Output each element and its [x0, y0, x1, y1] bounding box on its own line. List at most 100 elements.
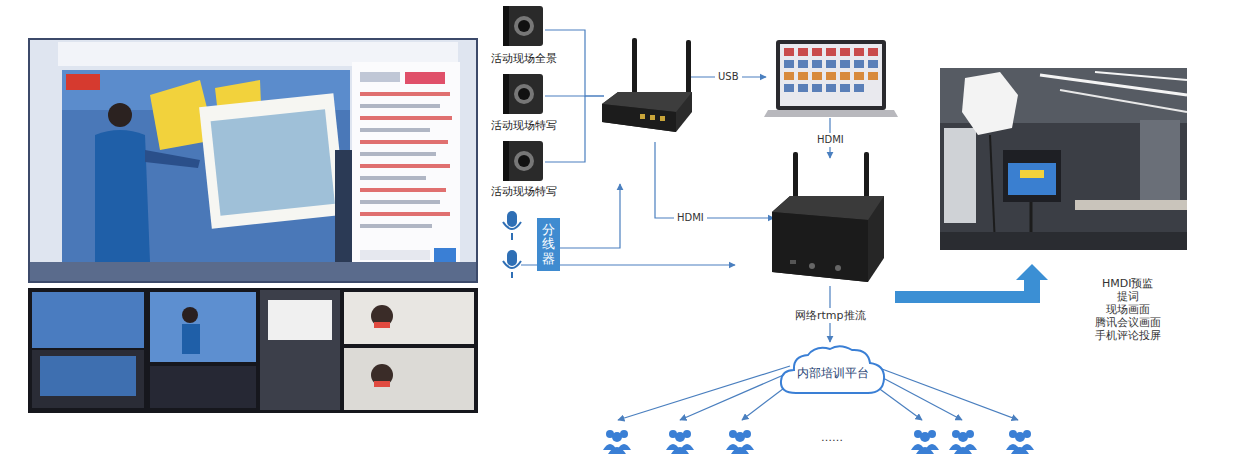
studio-photo: [940, 68, 1187, 250]
signal-wire-part: [655, 142, 774, 218]
laptop-part: [776, 40, 886, 110]
signal-wire-part: [874, 366, 1018, 420]
encoder-device-part: [602, 92, 692, 132]
audience-icon-part-part: [731, 447, 749, 454]
console-photo-part: [150, 292, 256, 362]
camera-label: 活动现场全景: [491, 51, 557, 66]
live-photo-part: [360, 104, 440, 108]
note-text: 腾讯会议画面: [1095, 316, 1161, 329]
live-photo-part: [145, 150, 200, 168]
console-photo-part: [371, 305, 393, 327]
laptop-part-part: [854, 84, 864, 92]
audience-icon-part-part: [608, 447, 626, 454]
connector-label: 网络rtmp推流: [792, 308, 869, 323]
laptop-part-part: [812, 48, 822, 56]
encoder-device: [602, 38, 692, 132]
encoder-device-part: [602, 104, 676, 132]
console-photo-part: [40, 356, 136, 396]
live-photo-part: [30, 40, 476, 281]
audience-icon-part: [603, 430, 631, 454]
studio-photo-part: [944, 128, 976, 223]
console-photo-part: [32, 292, 144, 348]
node-text: 活动现场特写: [491, 118, 557, 133]
camera-icon-part: [503, 6, 509, 46]
camera-icon-part: [503, 74, 509, 114]
console-photo-part: [268, 300, 332, 340]
encoder-device-part: [650, 115, 655, 120]
studio-photo-part: [1020, 170, 1044, 178]
stream-device-part: [835, 265, 841, 271]
console-photo-part: [150, 366, 256, 408]
console-photo-part: [374, 322, 390, 328]
laptop: [764, 40, 898, 117]
laptop-part: [784, 48, 878, 56]
camera-icon-part: [514, 151, 534, 171]
live-photo-part: [360, 72, 400, 82]
camera-icon-part: [518, 20, 530, 32]
laptop-part-part: [798, 84, 808, 92]
audience-icon-part-part: [671, 447, 689, 454]
laptop-part-part: [798, 48, 808, 56]
audience-icon-part: [911, 430, 939, 454]
laptop-part: [784, 60, 878, 92]
camera-icon-part: [518, 88, 530, 100]
console-photo-part: [182, 324, 200, 354]
live-photo-part: [360, 176, 426, 180]
microphone-icon-part: [503, 261, 521, 268]
microphone-icon: [503, 211, 521, 278]
laptop-part-part: [826, 60, 836, 68]
note-text: 手机评论投屏: [1095, 329, 1161, 342]
laptop-part-part: [854, 72, 864, 80]
live-photo-part: [360, 224, 432, 228]
laptop-part-part: [826, 48, 836, 56]
live-photo-part: [108, 103, 132, 127]
studio-photo-part: [962, 72, 1018, 135]
signal-wire-part: [545, 95, 604, 96]
live-photo-part: [360, 212, 450, 216]
audience-icon-part-part: [675, 432, 685, 442]
camera-icon-part: [503, 141, 509, 181]
laptop-part-part: [784, 48, 794, 56]
microphone-icon-part: [511, 233, 513, 240]
console-photo: [28, 288, 478, 413]
cloud-node: 内部培训平台: [778, 343, 888, 397]
console-photo-part: [32, 350, 144, 408]
note-text: ……: [821, 431, 843, 444]
laptop-part-part: [812, 84, 822, 92]
stream-device: [772, 152, 884, 282]
audience-icon-part: [949, 430, 977, 454]
laptop-part-part: [854, 60, 864, 68]
live-photo-part: [28, 38, 478, 283]
laptop-part-part: [812, 60, 822, 68]
laptop-part-part: [798, 72, 808, 80]
camera-icon-part: [505, 141, 543, 181]
laptop-part-part: [826, 84, 836, 92]
stream-device-part: [809, 263, 815, 269]
signal-wire-part: [560, 184, 620, 248]
stream-device-part: [772, 212, 868, 282]
laptop-part: [784, 72, 878, 80]
signal-wire-part: [680, 370, 795, 420]
splitter-box: 分线器: [537, 218, 560, 271]
laptop-part-part: [840, 84, 850, 92]
studio-photo-part: [1003, 150, 1061, 202]
microphone-icon-part: [511, 272, 513, 278]
studio-photo-part: [1075, 200, 1187, 210]
laptop-part-part: [854, 48, 864, 56]
live-photo-part: [95, 130, 150, 262]
connector-label: USB: [715, 70, 742, 84]
node-text: 内部培训平台: [797, 365, 869, 382]
laptop-part-part: [812, 72, 822, 80]
laptop-part-part: [784, 72, 794, 80]
microphone-icon-part: [507, 211, 517, 227]
studio-photo-part: [1008, 163, 1056, 195]
microphone-icon-part: [503, 222, 521, 229]
live-photo-part: [360, 188, 446, 192]
audience-icon-part-part: [954, 447, 972, 454]
live-photo-part: [360, 250, 430, 260]
console-photo-part: [371, 364, 393, 386]
microphone-icon-part: [507, 250, 517, 266]
audience-icon-part-part: [958, 432, 968, 442]
laptop-part-part: [798, 60, 808, 68]
